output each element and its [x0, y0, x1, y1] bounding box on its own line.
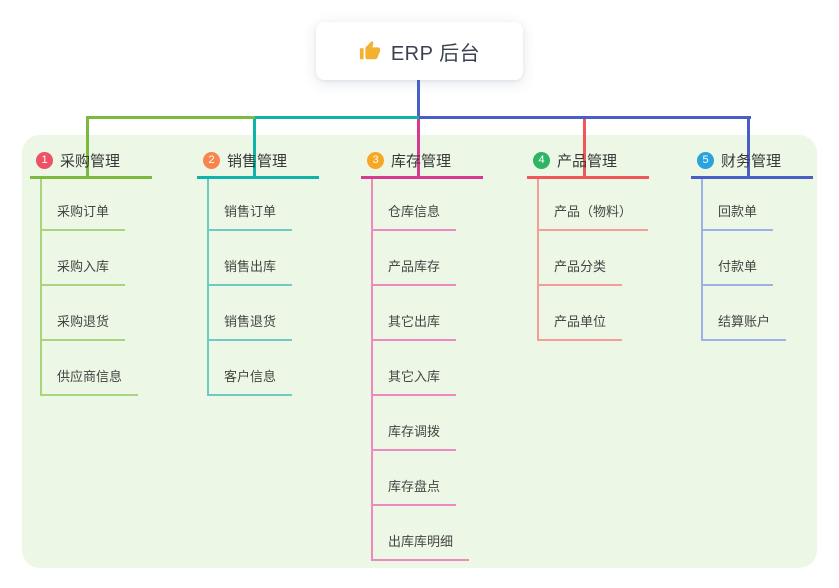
- branch-drop-line: [417, 116, 420, 179]
- child-node[interactable]: 库存盘点: [371, 477, 457, 506]
- branch-label: 库存管理: [391, 153, 452, 170]
- child-node[interactable]: 客户信息: [207, 367, 293, 396]
- child-node[interactable]: 销售出库: [207, 257, 293, 286]
- branch-drop-line: [253, 116, 256, 179]
- children-vertical-line: [537, 179, 539, 340]
- child-node[interactable]: 供应商信息: [40, 367, 139, 396]
- branch-badge: 5: [697, 152, 714, 169]
- child-node[interactable]: 销售退货: [207, 312, 293, 341]
- trunk-segment-mid: [255, 116, 419, 119]
- child-node[interactable]: 采购订单: [40, 202, 126, 231]
- branch-badge: 1: [36, 152, 53, 169]
- child-node[interactable]: 产品（物料）: [537, 202, 649, 231]
- branch-header-node[interactable]: 4 产品管理: [527, 145, 649, 179]
- branch-badge: 3: [367, 152, 384, 169]
- child-node[interactable]: 付款单: [701, 257, 774, 286]
- branch-badge: 4: [533, 152, 550, 169]
- root-node[interactable]: ERP 后台: [316, 22, 523, 80]
- children-vertical-line: [207, 179, 209, 395]
- branch-label: 产品管理: [557, 153, 618, 170]
- branch-label: 销售管理: [227, 153, 288, 170]
- child-node[interactable]: 回款单: [701, 202, 774, 231]
- child-node[interactable]: 采购入库: [40, 257, 126, 286]
- mindmap-background-panel: [22, 135, 817, 568]
- child-node[interactable]: 其它入库: [371, 367, 457, 396]
- branch-drop-line: [86, 116, 89, 179]
- branch-drop-line: [583, 116, 586, 179]
- children-vertical-line: [40, 179, 42, 395]
- children-vertical-line: [701, 179, 703, 340]
- child-node[interactable]: 产品库存: [371, 257, 457, 286]
- branch-badge: 2: [203, 152, 220, 169]
- child-node[interactable]: 仓库信息: [371, 202, 457, 231]
- trunk-segment-left: [87, 116, 255, 119]
- trunk-segment-right: [419, 116, 751, 119]
- root-node-label: ERP 后台: [390, 42, 481, 65]
- child-node[interactable]: 库存调拨: [371, 422, 457, 451]
- child-node[interactable]: 出库库明细: [371, 532, 470, 561]
- branch-drop-line: [747, 116, 750, 179]
- branch-header-node[interactable]: 2 销售管理: [197, 145, 319, 179]
- child-node[interactable]: 产品单位: [537, 312, 623, 341]
- child-node[interactable]: 采购退货: [40, 312, 126, 341]
- children-vertical-line: [371, 179, 373, 560]
- branch-header-node[interactable]: 5 财务管理: [691, 145, 813, 179]
- branch-header-node[interactable]: 3 库存管理: [361, 145, 483, 179]
- root-stem-line: [417, 80, 420, 119]
- branch-header-node[interactable]: 1 采购管理: [30, 145, 152, 179]
- child-node[interactable]: 其它出库: [371, 312, 457, 341]
- child-node[interactable]: 结算账户: [701, 312, 787, 341]
- child-node[interactable]: 产品分类: [537, 257, 623, 286]
- branch-label: 采购管理: [60, 153, 121, 170]
- child-node[interactable]: 销售订单: [207, 202, 293, 231]
- branch-label: 财务管理: [721, 153, 782, 170]
- thumbs-up-icon: [359, 40, 381, 62]
